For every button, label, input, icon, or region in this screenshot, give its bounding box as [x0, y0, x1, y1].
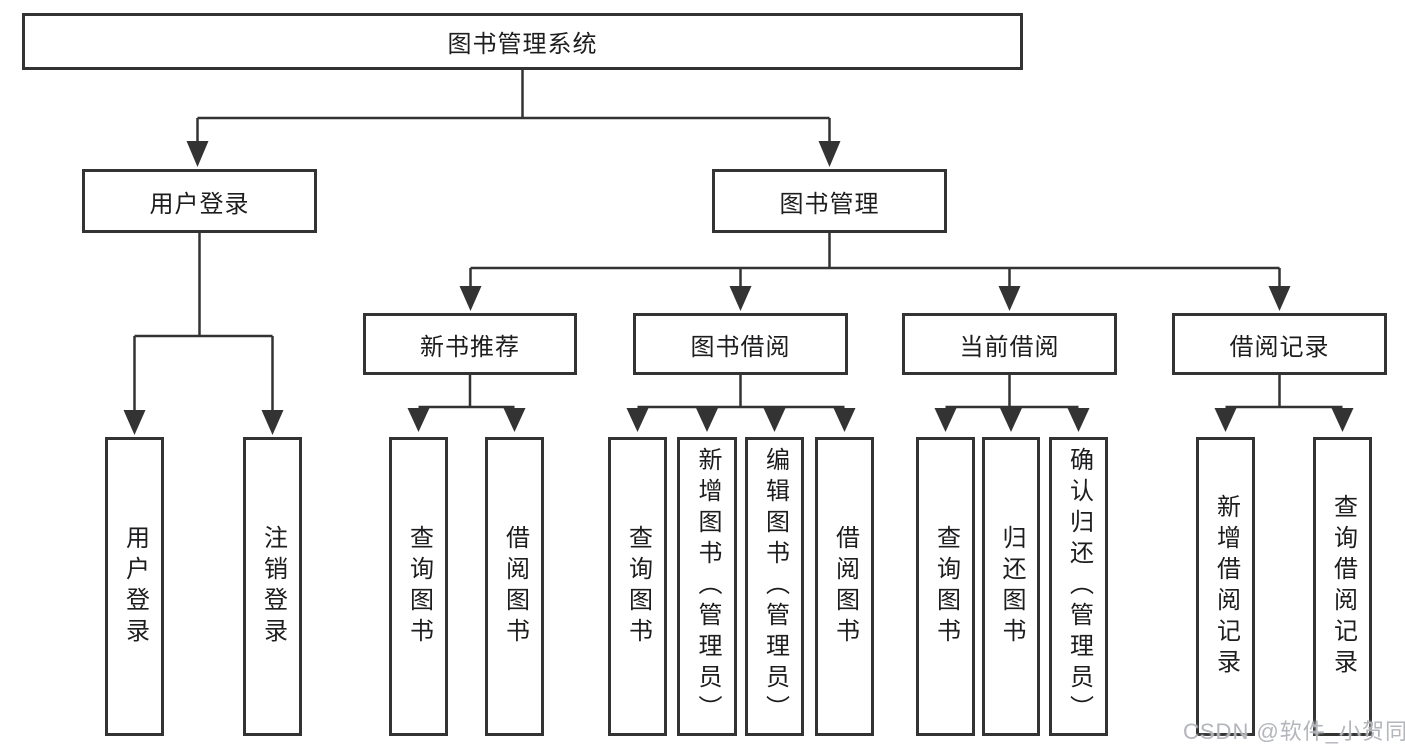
arrow-down-icon — [261, 410, 284, 435]
leaf-edit-book-admin: 编辑图书（管理员） — [745, 437, 804, 736]
arrow-down-icon — [696, 408, 718, 432]
node-label: 图书管理系统 — [447, 31, 598, 58]
leaf-query-books-borrowing: 查询图书 — [608, 437, 667, 736]
node-book-borrowing: 图书借阅 — [633, 313, 848, 375]
arrow-down-icon — [503, 408, 526, 432]
arrow-down-icon — [934, 408, 957, 432]
arrow-down-icon — [459, 286, 482, 311]
csdn-watermark: CSDN @软件_小贺同学 — [1183, 719, 1405, 744]
node-label: 图书管理 — [779, 190, 880, 218]
leaf-user-login: 用户登录 — [105, 437, 164, 736]
leaf-label: 查询借阅记录 — [1329, 493, 1357, 680]
leaf-label: 注销登录 — [259, 524, 287, 649]
leaf-label: 新增借阅记录 — [1212, 493, 1240, 680]
arrow-down-icon — [626, 408, 649, 432]
arrow-down-icon — [1214, 408, 1237, 432]
leaf-label: 编辑图书（管理员） — [761, 447, 789, 726]
arrow-down-icon — [729, 286, 752, 311]
leaf-label: 归还图书 — [998, 524, 1025, 649]
arrowheads — [123, 141, 1354, 435]
leaf-label: 查询图书 — [932, 524, 960, 649]
arrow-down-icon — [186, 141, 209, 167]
leaf-label: 查询图书 — [624, 524, 652, 649]
node-user-login-branch: 用户登录 — [82, 169, 317, 233]
node-label: 借阅记录 — [1229, 333, 1330, 361]
leaf-query-books-recommend: 查询图书 — [389, 437, 448, 736]
leaf-label: 新增图书（管理员） — [694, 447, 721, 726]
leaf-logout: 注销登录 — [243, 437, 302, 736]
arrow-down-icon — [1067, 408, 1090, 432]
node-book-management: 图书管理 — [712, 169, 947, 233]
node-label: 用户登录 — [149, 190, 250, 218]
arrow-down-icon — [998, 286, 1021, 311]
leaf-add-book-admin: 新增图书（管理员） — [677, 437, 737, 736]
leaf-confirm-return-admin: 确认归还（管理员） — [1049, 437, 1108, 736]
connector-path — [133, 70, 1343, 412]
arrow-down-icon — [1268, 286, 1291, 311]
node-new-book-recommendation: 新书推荐 — [363, 313, 577, 375]
node-library-management-system: 图书管理系统 — [22, 13, 1023, 70]
leaf-label: 用户登录 — [121, 524, 149, 649]
arrow-down-icon — [833, 408, 856, 432]
arrow-down-icon — [818, 141, 841, 167]
arrow-down-icon — [763, 408, 786, 432]
node-current-borrowing: 当前借阅 — [902, 313, 1117, 375]
leaf-borrow-books-recommend: 借阅图书 — [485, 437, 544, 736]
arrow-down-icon — [123, 410, 146, 435]
arrow-down-icon — [1331, 408, 1354, 432]
node-label: 图书借阅 — [690, 333, 791, 361]
leaf-add-borrow-record: 新增借阅记录 — [1196, 437, 1255, 736]
leaf-label: 确认归还（管理员） — [1065, 447, 1093, 726]
leaf-label: 借阅图书 — [831, 524, 859, 649]
arrow-down-icon — [1000, 408, 1022, 432]
leaf-query-borrow-record: 查询借阅记录 — [1313, 437, 1372, 736]
leaf-borrow-books-borrowing: 借阅图书 — [815, 437, 874, 736]
arrow-down-icon — [407, 408, 430, 432]
leaf-label: 查询图书 — [405, 524, 433, 649]
node-borrowing-records: 借阅记录 — [1172, 313, 1387, 375]
leaf-label: 借阅图书 — [501, 524, 529, 649]
node-label: 新书推荐 — [420, 333, 520, 361]
leaf-return-books: 归还图书 — [982, 437, 1040, 736]
leaf-query-books-current: 查询图书 — [916, 437, 975, 736]
node-label: 当前借阅 — [959, 333, 1060, 361]
